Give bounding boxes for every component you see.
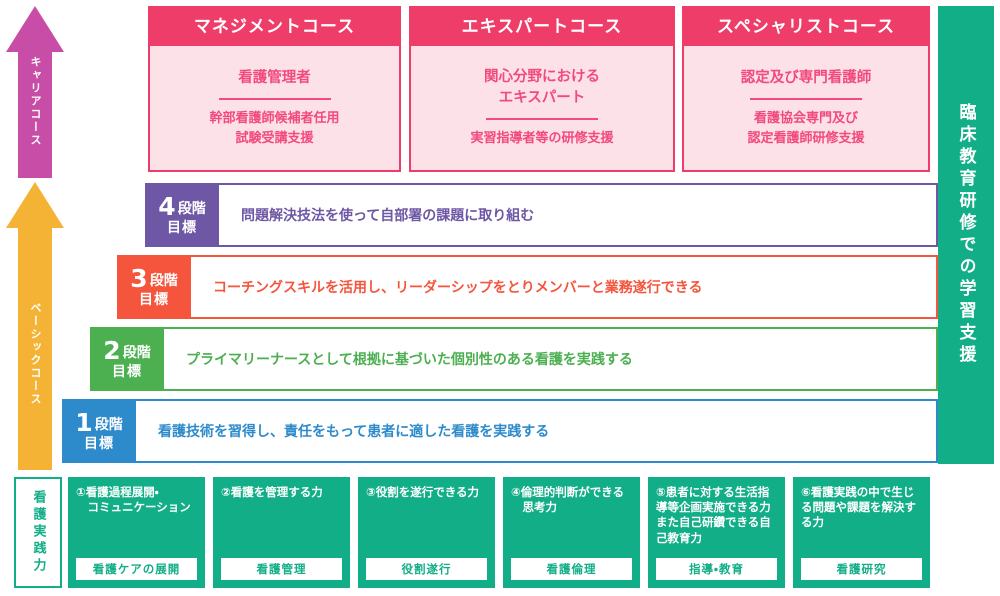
stage-chip-bottom: 目標: [112, 364, 142, 381]
course-support: 幹部看護師候補者任用試験受講支援: [209, 111, 340, 146]
competency-card-5: ⑤患者に対する生活指導等企画実施できる力また自己研鑽できる自己教育力 指導・教育: [648, 477, 785, 588]
stage-unit: 段階: [122, 345, 151, 362]
competency-title: ③役割を遂行できる力: [366, 485, 480, 499]
competency-tag: 看護ケアの展開: [76, 558, 197, 580]
stage-number: 3: [130, 264, 148, 294]
competency-card-1: ①看護過程展開・ コミュニケーション 看護ケアの展開: [68, 477, 205, 588]
career-course-arrow-label: キャリアコース: [29, 56, 42, 147]
stage-chip-bottom: 目標: [139, 292, 169, 309]
course-role: 関心分野におけるエキスパート: [484, 69, 600, 107]
competency-tag: 役割遂行: [366, 558, 487, 580]
career-course-arrow: キャリアコース: [6, 6, 64, 178]
course-card-expert: エキスパートコース 関心分野におけるエキスパート 実習指導者等の研修支援: [409, 6, 675, 172]
stage-goal-text: 問題解決技法を使って自部署の課題に取り組む: [219, 183, 938, 247]
divider: [218, 98, 331, 100]
course-title: マネジメントコース: [150, 8, 399, 46]
competency-tag: 看護研究: [801, 558, 922, 580]
stage-goal-text: プライマリーナースとして根拠に基づいた個別性のある看護を実践する: [164, 327, 938, 391]
arrow-shaft: [18, 226, 52, 470]
competency-title: ②看護を管理する力: [221, 485, 323, 499]
basic-course-arrow-label: ベーシックコース: [29, 302, 42, 406]
competency-card-6: ⑥看護実践の中で生じる問題や課題を解決する力 看護研究: [793, 477, 930, 588]
clinical-education-panel-label: 臨床教育研修での学習支援: [955, 103, 976, 367]
competency-title: ⑤患者に対する生活指導等企画実施できる力また自己研鑽できる自己教育力: [656, 485, 771, 545]
course-title: スペシャリストコース: [684, 8, 928, 46]
stage-unit: 段階: [177, 201, 206, 218]
course-support: 看護協会専門及び認定看護師研修支援: [747, 111, 865, 146]
competency-tag: 看護倫理: [511, 558, 632, 580]
stage-unit: 段階: [94, 417, 123, 434]
competency-title: ①看護過程展開・ コミュニケーション: [76, 485, 191, 515]
nursing-practice-label-text: 看護実践力: [30, 490, 46, 575]
divider: [486, 118, 598, 121]
divider: [750, 98, 862, 100]
stage-chip-bottom: 目標: [84, 436, 114, 453]
course-body: 看護管理者 幹部看護師候補者任用試験受講支援: [150, 46, 399, 170]
competency-title: ④倫理的判断ができる 思考力: [511, 485, 625, 515]
stage-goal-text: 看護技術を習得し、責任をもって患者に適した看護を実践する: [136, 399, 938, 463]
stage-number: 1: [75, 408, 93, 438]
competency-card-2: ②看護を管理する力 看護管理: [213, 477, 350, 588]
stage-number: 4: [158, 192, 176, 222]
course-support: 実習指導者等の研修支援: [470, 131, 614, 147]
course-title: エキスパートコース: [411, 8, 673, 46]
competency-tag: 指導・教育: [656, 558, 777, 580]
stage-goal-text: コーチングスキルを活用し、リーダーシップをとりメンバーと業務遂行できる: [191, 255, 938, 319]
competency-row: ①看護過程展開・ コミュニケーション 看護ケアの展開 ②看護を管理する力 看護管…: [68, 477, 930, 588]
competency-title: ⑥看護実践の中で生じる問題や課題を解決する力: [801, 485, 916, 530]
competency-card-3: ③役割を遂行できる力 役割遂行: [358, 477, 495, 588]
course-card-specialist: スペシャリストコース 認定及び専門看護師 看護協会専門及び認定看護師研修支援: [682, 6, 930, 172]
competency-card-4: ④倫理的判断ができる 思考力 看護倫理: [503, 477, 640, 588]
clinical-education-panel: 臨床教育研修での学習支援: [938, 6, 994, 464]
stage-chip-bottom: 目標: [167, 220, 197, 237]
arrow-head-icon: [6, 182, 64, 228]
stage-number: 2: [103, 336, 121, 366]
course-card-management: マネジメントコース 看護管理者 幹部看護師候補者任用試験受講支援: [148, 6, 401, 172]
course-body: 認定及び専門看護師 看護協会専門及び認定看護師研修支援: [684, 46, 928, 170]
stage-unit: 段階: [149, 273, 178, 290]
course-role: 認定及び専門看護師: [740, 69, 872, 86]
competency-tag: 看護管理: [221, 558, 342, 580]
course-role: 看護管理者: [238, 69, 311, 86]
arrow-shaft: [18, 50, 52, 178]
arrow-head-icon: [6, 6, 64, 52]
course-body: 関心分野におけるエキスパート 実習指導者等の研修支援: [411, 46, 673, 170]
nursing-practice-label: 看護実践力: [14, 477, 62, 588]
basic-course-arrow: ベーシックコース: [6, 182, 64, 470]
